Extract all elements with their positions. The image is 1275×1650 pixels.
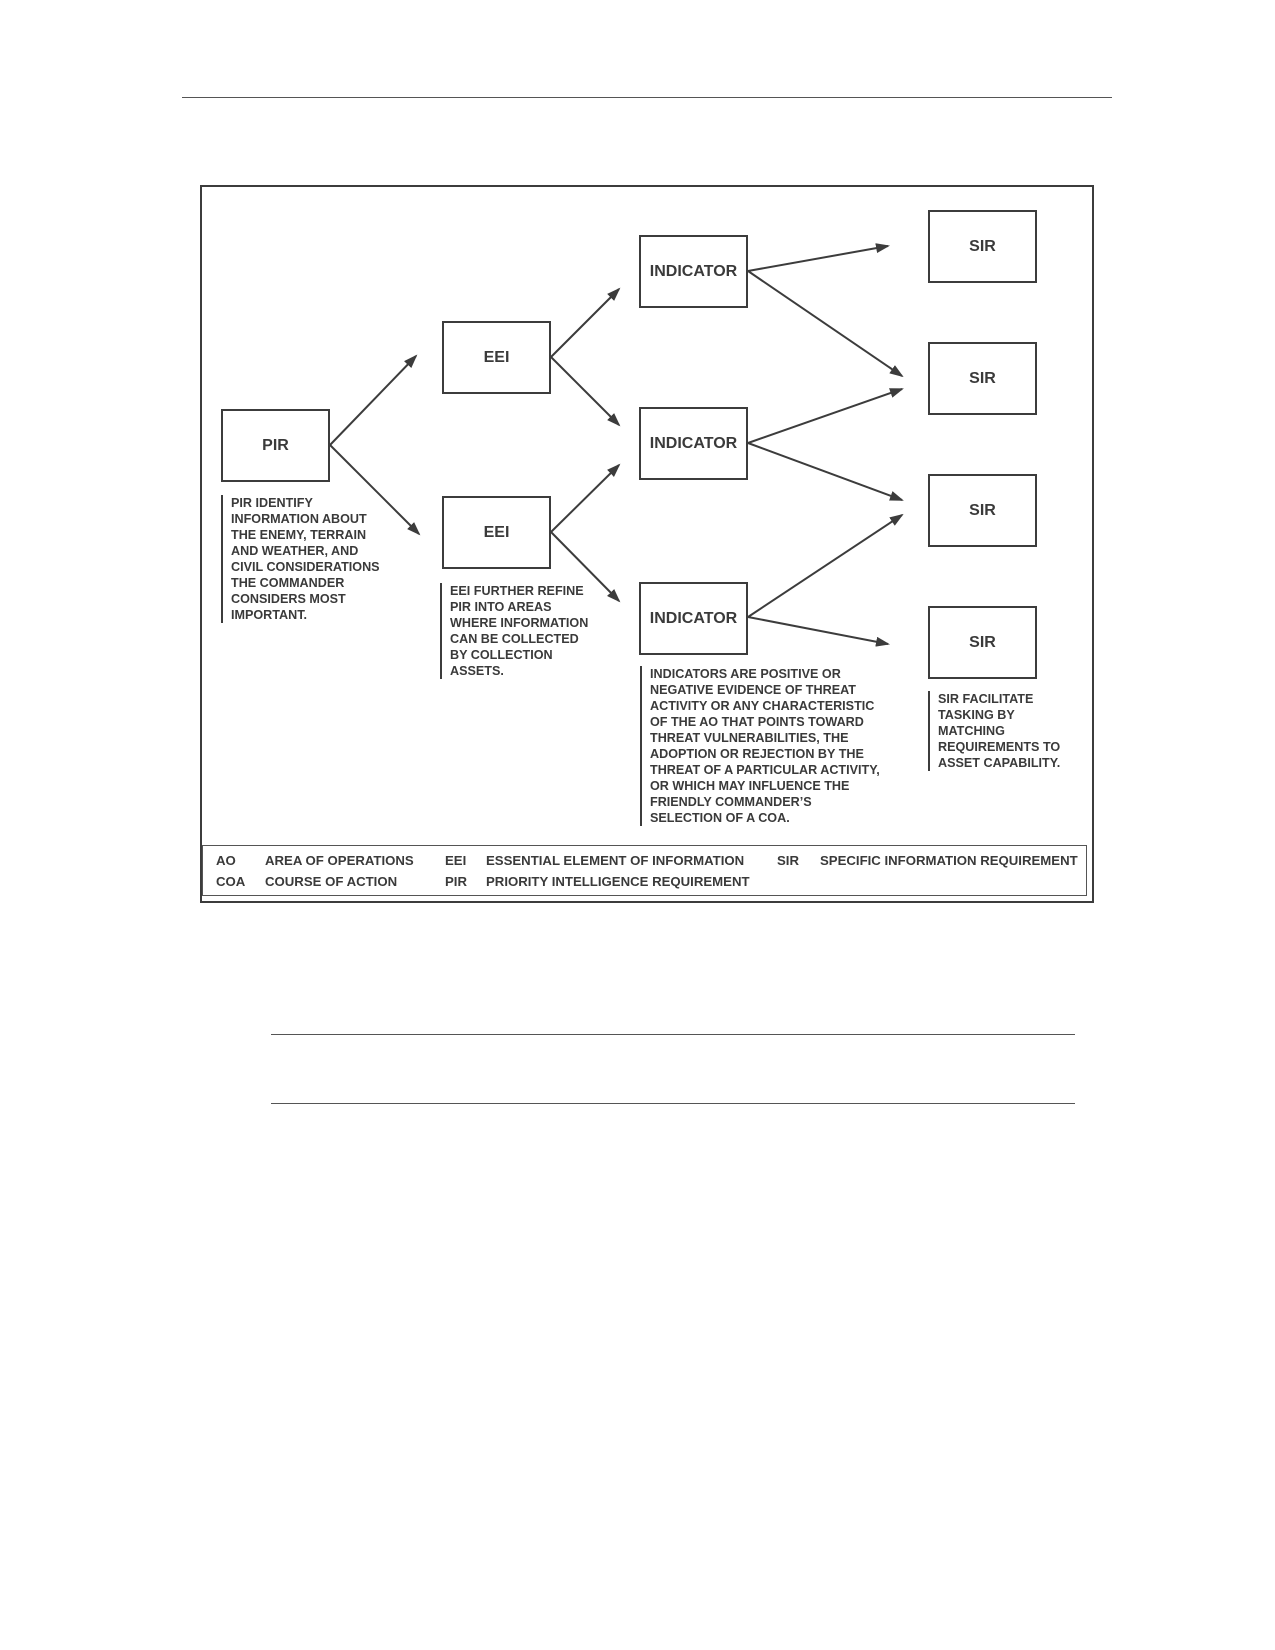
arrow-indicator-1-to-sir-1	[747, 243, 890, 272]
arrow-pir-to-eei-2	[329, 444, 421, 536]
eei-box-1: EEI	[442, 321, 551, 394]
arrow-eei-2-to-indicator-3	[550, 531, 621, 603]
legend-abbr-pir: PIR	[445, 874, 467, 889]
sir-box-4: SIR	[928, 606, 1037, 679]
arrow-indicator-3-to-sir-4	[747, 616, 890, 647]
arrow-pir-to-eei-1	[329, 354, 418, 446]
arrow-eei-2-to-indicator-2	[550, 463, 621, 533]
legend-abbr-sir: SIR	[777, 853, 799, 868]
indicator-box-2: INDICATOR	[639, 407, 748, 480]
sir-note: SIR FACILITATE TASKING BY MATCHING REQUI…	[928, 691, 1088, 771]
legend-abbr-eei: EEI	[445, 853, 467, 868]
legend-abbr-coa: COA	[216, 874, 246, 889]
sir-box-2: SIR	[928, 342, 1037, 415]
caption-rule-bottom	[271, 1103, 1075, 1104]
caption-rule-top	[271, 1034, 1075, 1035]
arrow-indicator-1-to-sir-2	[747, 270, 904, 378]
legend-term-eei: ESSENTIAL ELEMENT OF INFORMATION	[486, 853, 745, 868]
arrow-indicator-2-to-sir-3	[747, 442, 904, 501]
pir-box: PIR	[221, 409, 330, 482]
sir-box-1: SIR	[928, 210, 1037, 283]
arrow-eei-1-to-indicator-2	[550, 356, 621, 427]
indicator-note: INDICATORS ARE POSITIVE OR NEGATIVE EVID…	[640, 666, 910, 826]
legend: AO AREA OF OPERATIONS EEI ESSENTIAL ELEM…	[202, 845, 1087, 896]
eei-box-2: EEI	[442, 496, 551, 569]
sir-box-3: SIR	[928, 474, 1037, 547]
legend-term-ao: AREA OF OPERATIONS	[265, 853, 414, 868]
legend-term-sir: SPECIFIC INFORMATION REQUIREMENT	[820, 853, 1078, 868]
indicator-box-1: INDICATOR	[639, 235, 748, 308]
arrow-indicator-2-to-sir-2	[747, 388, 904, 444]
arrow-indicator-3-to-sir-3	[747, 513, 904, 618]
indicator-box-3: INDICATOR	[639, 582, 748, 655]
eei-note: EEI FURTHER REFINE PIR INTO AREAS WHERE …	[440, 583, 630, 679]
pir-note: PIR IDENTIFY INFORMATION ABOUT THE ENEMY…	[221, 495, 426, 623]
arrow-eei-1-to-indicator-1	[550, 287, 621, 358]
legend-term-pir: PRIORITY INTELLIGENCE REQUIREMENT	[486, 874, 750, 889]
legend-abbr-ao: AO	[216, 853, 236, 868]
figure-frame	[200, 185, 1094, 903]
legend-term-coa: COURSE OF ACTION	[265, 874, 398, 889]
header-rule	[182, 97, 1112, 98]
